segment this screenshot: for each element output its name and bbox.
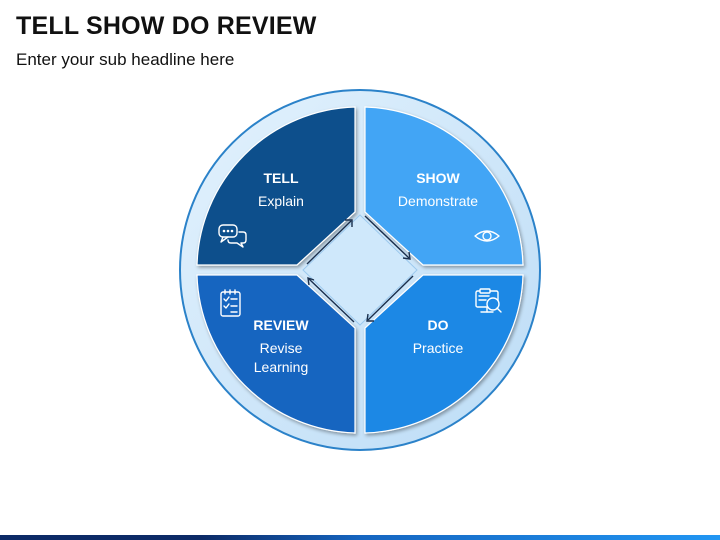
tell-description: Explain [258, 193, 304, 209]
review-heading: REVIEW [253, 317, 309, 333]
arrow-tell-to-show [364, 215, 411, 260]
arrow-do-to-review [307, 276, 355, 323]
bottom-accent-bar [0, 535, 720, 540]
do-heading: DO [428, 317, 449, 333]
quadrant-review [196, 274, 356, 434]
arrow-review-to-tell [306, 219, 353, 265]
page-subtitle: Enter your sub headline here [16, 50, 235, 69]
do-description: Practice [413, 340, 464, 356]
quadrant-show [364, 106, 524, 266]
speech-bubbles-icon [218, 224, 247, 248]
tell-heading: TELL [264, 170, 299, 186]
quadrant-tell [196, 106, 356, 266]
arrow-show-to-do [366, 275, 414, 322]
review-description-line-2: Learning [254, 359, 309, 375]
eye-icon [474, 230, 500, 242]
screen-presentation-icon [475, 288, 502, 313]
center-diamond [302, 214, 418, 326]
page-title: TELL SHOW DO REVIEW [16, 12, 317, 40]
show-heading: SHOW [416, 170, 460, 186]
checklist-clipboard-icon [220, 289, 241, 317]
review-description-line-1: Revise [260, 340, 303, 356]
quadrant-do [364, 274, 524, 434]
show-description: Demonstrate [398, 193, 478, 209]
